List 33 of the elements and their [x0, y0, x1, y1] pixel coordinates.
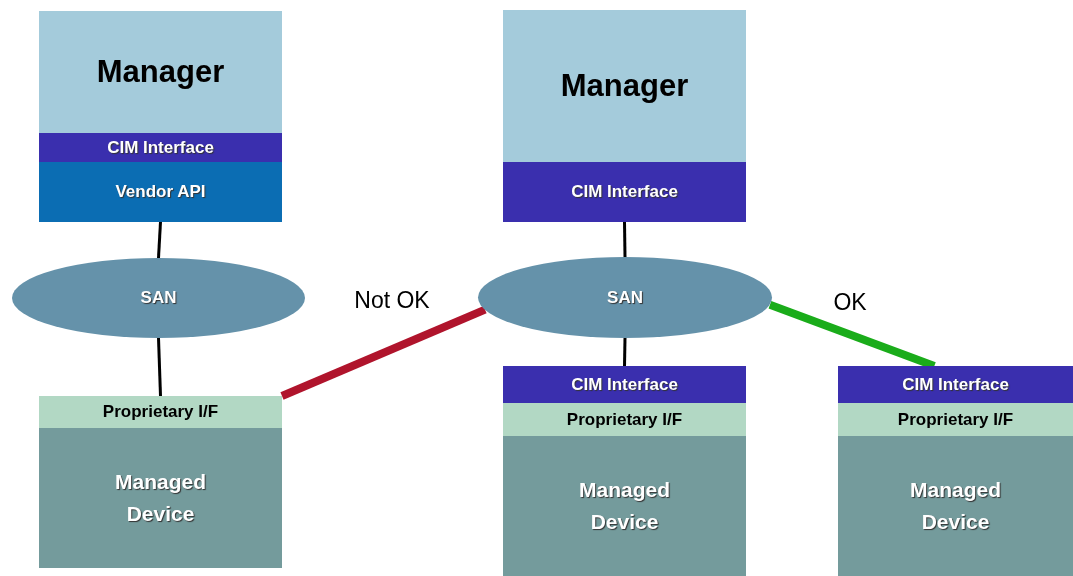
node-label: Managed Device — [578, 477, 671, 535]
node-label: Proprietary I/F — [102, 401, 219, 424]
manager-box — [39, 11, 282, 133]
interface-band — [503, 403, 746, 436]
node-label: Managed Device — [909, 477, 1002, 535]
interface-band — [503, 162, 746, 222]
node-label: Managed Device — [114, 469, 207, 527]
device-box — [39, 428, 282, 568]
connector-line — [157, 221, 162, 259]
node-label: SAN — [140, 287, 177, 310]
node-label: Manager — [560, 66, 689, 105]
node-label: CIM Interface — [571, 181, 678, 204]
node-label: Proprietary I/F — [566, 408, 683, 431]
node-label: CIM Interface — [902, 373, 1009, 396]
node-label: Manager — [96, 52, 225, 91]
connector-line — [623, 337, 627, 367]
connector-line — [157, 337, 162, 397]
manager-box — [503, 10, 746, 162]
interface-band — [838, 366, 1073, 403]
node-label: Proprietary I/F — [897, 408, 1014, 431]
node-label: CIM Interface — [571, 373, 678, 396]
interface-band — [503, 366, 746, 403]
interface-band — [39, 133, 282, 162]
device-box — [503, 436, 746, 576]
device-box — [838, 436, 1073, 576]
api-band — [39, 162, 282, 222]
node-label: Vendor API — [115, 181, 206, 204]
connector-line — [280, 305, 487, 400]
interface-band — [838, 403, 1073, 436]
node-label: CIM Interface — [107, 136, 214, 159]
connector-line — [623, 221, 627, 258]
node-label: SAN — [607, 286, 643, 309]
interface-band — [39, 396, 282, 428]
